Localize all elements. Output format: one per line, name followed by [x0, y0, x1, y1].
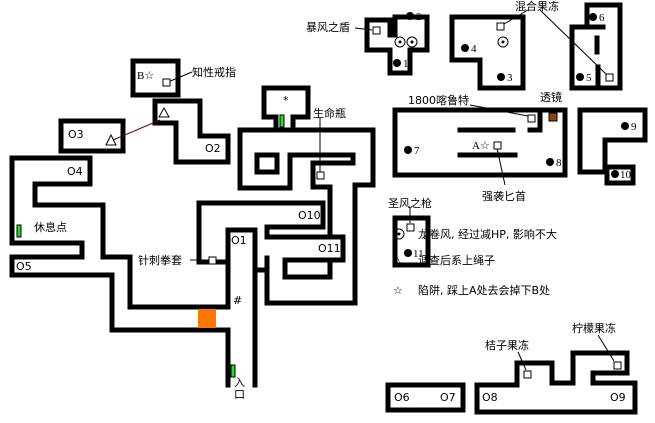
treasure-box-icon: [406, 223, 415, 232]
label-mixed-jelly: 混合果冻: [515, 0, 559, 13]
label-needle-gauntlet: 针刺拳套: [138, 253, 182, 267]
tornado-icon: [394, 36, 406, 48]
spot-marker: O11: [318, 242, 341, 255]
rest-point-label: 休息点: [34, 220, 67, 234]
treasure-box-icon: [613, 361, 622, 370]
room-triangle: [152, 98, 231, 165]
room-9-10: [577, 107, 648, 186]
label-life-bottle: 生命瓶: [313, 106, 346, 120]
enemy-marker: 4: [471, 43, 477, 55]
enemy-marker: 11: [413, 248, 424, 260]
spot-marker: O6: [394, 391, 410, 404]
treasure-box-icon: [316, 171, 325, 180]
tornado-icon: [393, 228, 405, 240]
room-a: [392, 107, 568, 178]
legend-star-text: 陷阱, 踩上A处去会掉下B处: [418, 283, 550, 297]
room-3-4: [449, 14, 526, 91]
spot-marker: O9: [610, 391, 626, 404]
enemy-marker: 9: [631, 121, 637, 133]
enemy-marker: 2: [416, 11, 422, 23]
orange-block: [198, 309, 216, 328]
enemy-marker: 10: [620, 169, 632, 181]
spot-marker: O4: [67, 165, 83, 178]
legend-triangle-text: 调查后系上绳子: [418, 253, 495, 267]
filled-markers: 1 2 3 4 5 6 7 8 9 10 11: [393, 11, 637, 260]
leader-lines: [167, 9, 615, 371]
treasure-box-icon: [527, 114, 536, 123]
room-8-9: [474, 350, 638, 415]
room-6-7: [385, 382, 466, 413]
label-holy-wind-spear: 圣风之枪: [388, 196, 432, 210]
spot-marker: O2: [205, 142, 221, 155]
enemy-marker: 6: [599, 12, 605, 24]
enemy-marker: 1: [403, 58, 409, 70]
tornados: [393, 36, 509, 240]
triangle-icon: [158, 106, 170, 118]
open-markers: O1 O2 O3 O4 O5 O10 O11 O6 O7 O8 O9: [16, 128, 626, 404]
save-marker-top: [279, 114, 285, 128]
tornado-icon: [406, 36, 418, 48]
entrance-label-2: 口: [234, 388, 245, 401]
spot-marker: O1: [231, 234, 247, 247]
label-lens: 透镜: [540, 90, 562, 104]
enemy-marker: 7: [414, 145, 420, 157]
save-marker-entrance: [230, 364, 236, 378]
legend: 龙卷风, 经过减HP, 影响不大 △ 调查后系上绳子 ☆ 陷阱, 踩上A处去会掉…: [393, 227, 557, 297]
left-maze-wall: [9, 155, 258, 388]
spot-marker: O10: [298, 209, 321, 222]
room-storm: [364, 14, 430, 76]
room-spear: [392, 215, 431, 268]
room-5-6: [569, 2, 623, 91]
treasure-box-icon: [162, 78, 171, 87]
treasure-box-icon: [208, 256, 217, 265]
treasure-box-icon: [523, 370, 532, 379]
label-orange-jelly: 桔子果冻: [485, 338, 529, 352]
item-labels: 知性戒指 暴风之盾 混合果冻 生命瓶 1800喀鲁特 透镜 强袭匕首 圣风之枪 …: [138, 0, 616, 352]
lens-block: [548, 112, 558, 122]
label-assault-dagger: 强袭匕首: [482, 189, 526, 203]
treasure-box-icon: [605, 73, 614, 82]
central-outer-wall: [237, 127, 376, 306]
room-a-inner: [457, 107, 543, 158]
item-boxes: [162, 22, 622, 379]
trap-b-marker: B☆: [137, 70, 154, 82]
spot-marker: O7: [440, 391, 456, 404]
asterisk-marker: *: [283, 94, 289, 107]
entrance-label-1: 入: [234, 376, 245, 389]
enemy-marker: 3: [507, 72, 513, 84]
walls: [9, 2, 648, 415]
treasure-box-icon: [496, 22, 505, 31]
rope-line: [112, 119, 161, 141]
label-gold: 1800喀鲁特: [408, 93, 469, 107]
legend-star-icon: ☆: [393, 284, 403, 297]
spot-marker: O3: [68, 128, 84, 141]
enemy-marker: 8: [556, 157, 562, 169]
treasure-box-icon: [493, 141, 502, 150]
triangle-icon: [105, 133, 117, 146]
spot-marker: O8: [482, 391, 498, 404]
label-lemon-jelly: 柠檬果冻: [572, 321, 616, 335]
label-storm-shield: 暴风之盾: [306, 20, 350, 34]
trap-a-marker: A☆: [472, 140, 490, 152]
label-intellect-ring: 知性戒指: [192, 65, 236, 79]
needle-wall: [196, 200, 231, 265]
room-asterisk: [261, 85, 311, 133]
legend-tornado-text: 龙卷风, 经过减HP, 影响不大: [418, 227, 557, 241]
spot-marker: O5: [16, 260, 32, 273]
central-small-box: [254, 152, 280, 175]
save-marker-rest: [16, 224, 22, 238]
central-inner-wall: [237, 127, 356, 240]
tornado-icon: [497, 36, 509, 48]
treasure-box-icon: [372, 26, 381, 35]
hash-marker: #: [233, 294, 242, 307]
enemy-marker: 5: [586, 72, 592, 84]
central-lower-wall: [196, 200, 346, 280]
legend-triangle-icon: △: [393, 254, 402, 267]
